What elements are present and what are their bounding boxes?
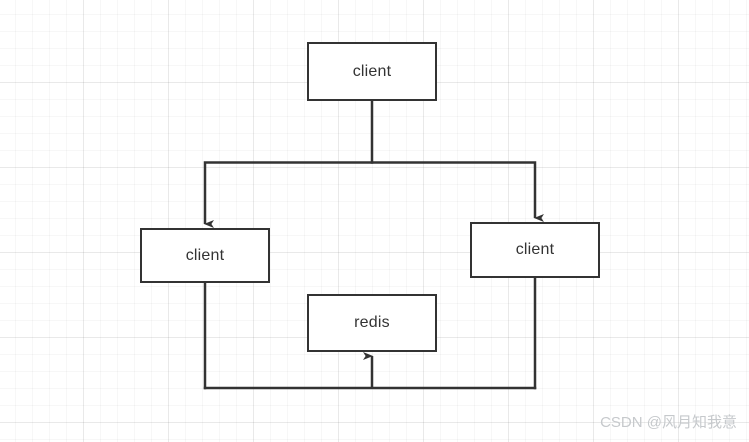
edge-client-top-to-client-right xyxy=(372,161,544,222)
node-client-left[interactable]: client xyxy=(140,228,270,283)
node-redis-label: redis xyxy=(354,314,390,331)
node-redis[interactable]: redis xyxy=(307,294,437,352)
node-client-left-label: client xyxy=(185,246,225,264)
node-client-top[interactable]: client xyxy=(307,42,437,101)
node-client-top-label: client xyxy=(352,62,392,80)
edge-client-top-to-client-left xyxy=(203,161,372,228)
node-client-right[interactable]: client xyxy=(470,222,600,278)
node-client-right-label: client xyxy=(515,241,555,258)
csdn-watermark: CSDN @风月知我意 xyxy=(600,414,737,431)
